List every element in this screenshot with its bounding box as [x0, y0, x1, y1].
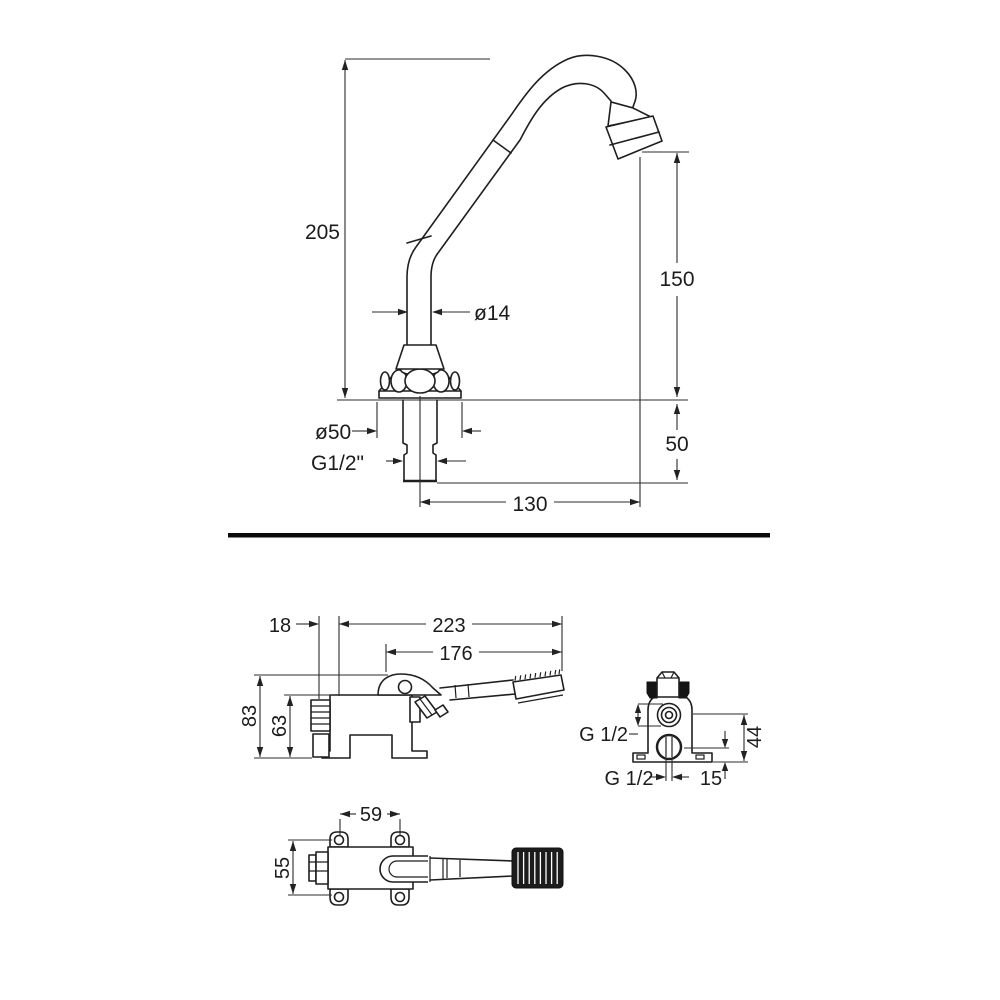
dim-pedal-hole-spacing: 59: [340, 804, 400, 826]
dim-label-130: 130: [512, 493, 547, 516]
faucet-drawing: 205 150 50 ø14: [300, 54, 695, 516]
dim-pedal-length: 176: [386, 643, 562, 665]
dim-label-176: 176: [439, 643, 472, 665]
pedal-end-extension-lines: [638, 703, 748, 781]
dim-faucet-reach: 130: [420, 493, 640, 516]
dim-faucet-shank-length: 50: [665, 404, 689, 480]
dim-faucet-outlet-height: 150: [659, 153, 695, 397]
dim-label-205: 205: [305, 221, 340, 244]
dim-faucet-base-diameter: ø50: [315, 421, 481, 444]
dim-pedal-bottom-thread: G 1/2: [605, 768, 689, 790]
dim-pedal-total-height: 83: [239, 676, 264, 757]
pedal-side-pivot: [377, 673, 442, 696]
pedal-end-upper-port: [656, 702, 682, 728]
dim-label-83: 83: [239, 705, 261, 727]
dim-pedal-offset: 18: [269, 615, 319, 637]
dim-label-18: 18: [269, 615, 291, 637]
dim-pedal-base-offset: 15: [700, 731, 729, 790]
divider-line: [228, 533, 770, 538]
pedal-side-extension-lines: [254, 616, 563, 759]
pedal-side-pad: [512, 669, 565, 704]
faucet-base: [378, 344, 462, 399]
dim-label-44: 44: [744, 726, 766, 748]
dim-pedal-top-thread: G 1/2: [579, 704, 642, 746]
pedal-side-lever: [439, 679, 516, 701]
dim-label-15: 15: [700, 768, 722, 790]
pedal-end-foot-slot-right: [695, 754, 705, 760]
dim-label-59: 59: [360, 804, 382, 826]
pedal-end-foot-slot-left: [636, 754, 646, 760]
dim-pedal-total-length: 223: [339, 615, 562, 637]
pedal-end-lower-port: [655, 733, 683, 761]
dim-label-g12-top: G 1/2: [579, 724, 628, 746]
dim-faucet-height: 205: [300, 60, 349, 398]
pedal-top-lever: [379, 855, 514, 883]
dim-pedal-end-height: 44: [740, 715, 766, 761]
dim-label-55: 55: [272, 857, 294, 879]
faucet-extension-lines: [337, 58, 689, 507]
dim-faucet-thread: G1/2": [311, 452, 466, 475]
dim-pedal-body-height: 63: [269, 696, 294, 757]
dim-label-d14: ø14: [474, 302, 511, 325]
faucet-aerator-head: [605, 101, 663, 160]
dim-faucet-spout-diameter: ø14: [372, 302, 511, 325]
pedal-valve-end-view: G 1/2 44 G 1/2 15: [579, 671, 766, 790]
pedal-top-mounting-ears: [329, 831, 410, 906]
dim-label-g12-bottom: G 1/2: [605, 768, 654, 790]
pedal-valve-top-view: 59 55: [272, 804, 564, 906]
pedal-end-clamp: [646, 671, 690, 699]
dim-label-50: 50: [665, 433, 688, 456]
pedal-top-pad: [511, 847, 564, 889]
faucet-spout-outline: [406, 54, 637, 346]
pedal-side-valve-stem: [409, 695, 449, 723]
dim-label-150: 150: [659, 268, 694, 291]
pedal-valve-side-view: 18 223 176 83 63: [239, 615, 565, 759]
pedal-top-extension-lines: [288, 819, 401, 896]
dim-pedal-body-width: 55: [272, 841, 297, 894]
dim-label-g12-faucet: G1/2": [311, 452, 364, 475]
dim-label-63: 63: [269, 715, 291, 737]
dim-label-223: 223: [432, 615, 465, 637]
pedal-top-inlet-connector: [308, 851, 329, 885]
dim-label-d50: ø50: [315, 421, 351, 444]
pedal-side-inlet-connector: [310, 699, 331, 758]
